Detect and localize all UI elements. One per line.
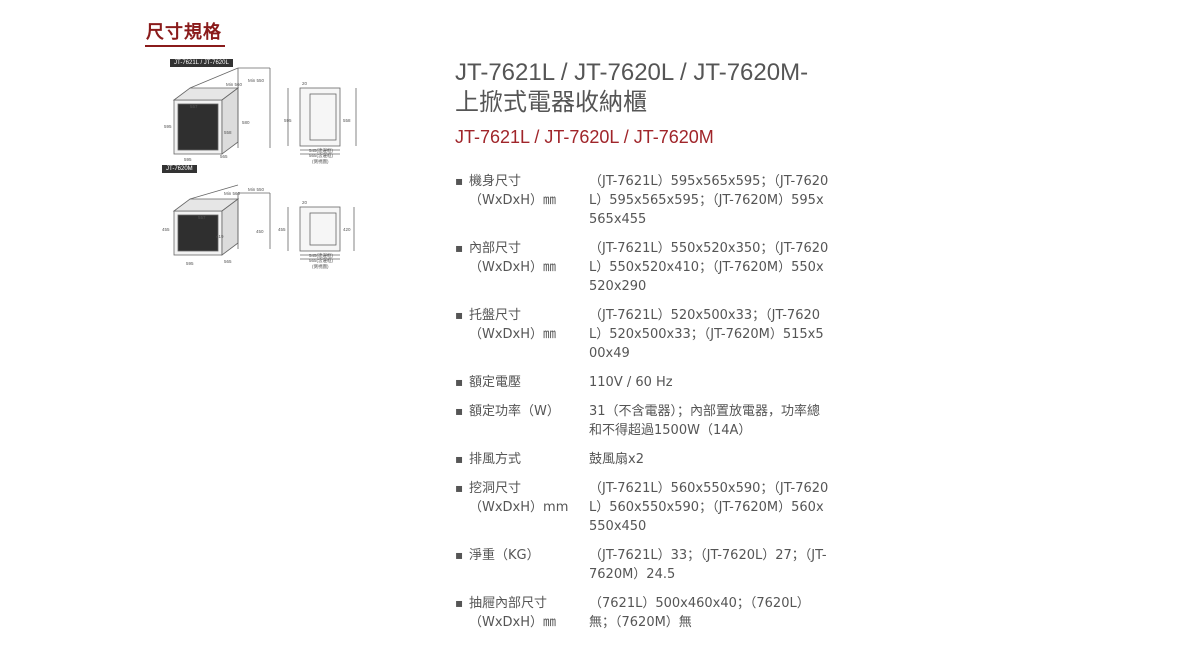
spec-value: 鼓風扇x2 (589, 452, 644, 467)
cabinet-perspective-drawing: Min 560 Min 550 557 455 419 450 595 565 … (162, 184, 355, 270)
dim-inner-h: 558 (224, 130, 232, 135)
side-top: 20 (302, 200, 308, 205)
side-h1: 455 (278, 227, 286, 232)
side-h2: 420 (343, 227, 351, 232)
dim-min-top: Min 560 (226, 82, 243, 87)
cabinet-perspective-drawing: Min 560 Min 550 557 595 558 580 595 565 … (164, 67, 357, 165)
spec-list: ▪ 機身尺寸 （WxDxH）㎜ （JT-7621L）595x565x595；（J… (455, 172, 855, 632)
diagram-tag: JT-7621L / JT-7620L (170, 59, 233, 67)
spec-label-line1: 托盤尺寸 (469, 308, 522, 323)
spec-label: 機身尺寸 （WxDxH）㎜ (469, 172, 589, 229)
bullet: ▪ (455, 404, 464, 418)
spec-value: （JT-7621L）595x565x595；（JT-7620L）595x565x… (589, 174, 829, 227)
dimension-diagram-2: JT-7620M Min 560 Min 550 557 455 419 450… (160, 165, 360, 275)
spec-value: 31（不含電器）；內部置放電器，功率總和不得超過1500W（14A） (589, 404, 821, 438)
spec-label-line1: 淨重（KG） (469, 548, 540, 563)
bullet: ▪ (455, 375, 464, 389)
spec-label-line1: 抽屜內部尺寸 (469, 596, 548, 611)
side-w1: 545(連邊框) (309, 252, 334, 259)
spec-label: 額定電壓 (469, 373, 589, 392)
bullet: ▪ (455, 308, 464, 322)
side-top: 20 (302, 81, 308, 86)
spec-label-line2: （WxDxH）㎜ (469, 193, 557, 208)
spec-row: ▪ 機身尺寸 （WxDxH）㎜ （JT-7621L）595x565x595；（J… (455, 172, 855, 229)
spec-label-line2: （WxDxH）㎜ (469, 615, 557, 630)
spec-value: （7621L）500x460x40；（7620L）無；（7620M）無 (589, 596, 810, 630)
dim-right-h: 580 (242, 120, 250, 125)
dim-d: 565 (220, 154, 228, 159)
dim-right-h: 450 (256, 229, 264, 234)
dimension-diagram-1: JT-7621L / JT-7620L Min 560 Min 550 557 … (160, 58, 360, 173)
spec-row: ▪ 抽屜內部尺寸 （WxDxH）㎜ （7621L）500x460x40；（762… (455, 594, 855, 632)
product-title-line1: JT-7621L / JT-7620L / JT-7620M- (455, 59, 809, 86)
dim-inner-w: 557 (190, 104, 198, 109)
product-title-line2: 上掀式電器收納櫃 (455, 89, 647, 116)
side-h1: 595 (284, 118, 292, 123)
dim-h: 595 (164, 124, 172, 129)
bullet: ▪ (455, 481, 464, 495)
product-title: JT-7621L / JT-7620L / JT-7620M- 上掀式電器收納櫃 (455, 58, 875, 118)
spec-label-line2: （WxDxH）㎜ (469, 260, 557, 275)
spec-label-line1: 額定功率（W） (469, 404, 560, 419)
spec-label: 抽屜內部尺寸 （WxDxH）㎜ (469, 594, 589, 632)
dim-min-right: Min 550 (248, 187, 265, 192)
spec-value: （JT-7621L）560x550x590；（JT-7620L）560x550x… (589, 481, 829, 534)
spec-label: 挖洞尺寸 （WxDxH）mm (469, 479, 589, 536)
spec-label: 內部尺寸 （WxDxH）㎜ (469, 239, 589, 296)
dim-h: 455 (162, 227, 170, 232)
spec-label-line1: 挖洞尺寸 (469, 481, 522, 496)
spec-label: 淨重（KG） (469, 546, 589, 584)
section-underline (145, 45, 225, 47)
side-w1: 545(連邊框) (309, 147, 334, 154)
dim-w: 595 (184, 157, 192, 162)
product-subtitle: JT-7621L / JT-7620L / JT-7620M (455, 127, 714, 147)
spec-label-line1: 機身尺寸 (469, 174, 522, 189)
side-w2: 565(含邊框) (309, 257, 334, 264)
spec-row: ▪ 內部尺寸 （WxDxH）㎜ （JT-7621L）550x520x350；（J… (455, 239, 855, 296)
spec-label: 額定功率（W） (469, 402, 589, 440)
spec-row: ▪ 挖洞尺寸 （WxDxH）mm （JT-7621L）560x550x590；（… (455, 479, 855, 536)
bullet: ▪ (455, 241, 464, 255)
dim-min-top: Min 560 (224, 191, 241, 196)
bullet: ▪ (455, 174, 464, 188)
dim-inner-h: 419 (216, 234, 224, 239)
section-title: 尺寸規格 (146, 22, 222, 43)
spec-row: ▪ 額定電壓 110V / 60 Hz (455, 373, 855, 392)
spec-value: （JT-7621L）520x500x33；（JT-7620L）520x500x3… (589, 308, 824, 361)
spec-label-line1: 排風方式 (469, 452, 522, 467)
spec-value: （JT-7621L）33；（JT-7620L）27；（JT-7620M）24.5 (589, 548, 827, 582)
spec-row: ▪ 淨重（KG） （JT-7621L）33；（JT-7620L）27；（JT-7… (455, 546, 855, 584)
spec-value: 110V / 60 Hz (589, 375, 673, 390)
spec-label-line1: 內部尺寸 (469, 241, 522, 256)
spec-row: ▪ 額定功率（W） 31（不含電器）；內部置放電器，功率總和不得超過1500W（… (455, 402, 855, 440)
dim-min-right: Min 550 (248, 78, 265, 83)
bullet: ▪ (455, 452, 464, 466)
side-note: (側視圖) (312, 263, 329, 270)
spec-label: 托盤尺寸 （WxDxH）㎜ (469, 306, 589, 363)
spec-label-line2: （WxDxH）mm (469, 500, 569, 515)
spec-label-line1: 額定電壓 (469, 375, 522, 390)
diagram-tag: JT-7620M (162, 165, 197, 173)
bullet: ▪ (455, 596, 464, 610)
side-h2: 558 (343, 118, 351, 123)
side-note: (側視圖) (312, 158, 329, 165)
spec-value: （JT-7621L）550x520x350；（JT-7620L）550x520x… (589, 241, 829, 294)
spec-label: 排風方式 (469, 450, 589, 469)
spec-label-line2: （WxDxH）㎜ (469, 327, 557, 342)
bullet: ▪ (455, 548, 464, 562)
spec-row: ▪ 排風方式 鼓風扇x2 (455, 450, 855, 469)
dim-w: 595 (186, 261, 194, 266)
spec-row: ▪ 托盤尺寸 （WxDxH）㎜ （JT-7621L）520x500x33；（JT… (455, 306, 855, 363)
dim-inner-w: 557 (198, 215, 206, 220)
dim-d: 565 (224, 259, 232, 264)
side-w2: 565(含邊框) (309, 152, 334, 159)
